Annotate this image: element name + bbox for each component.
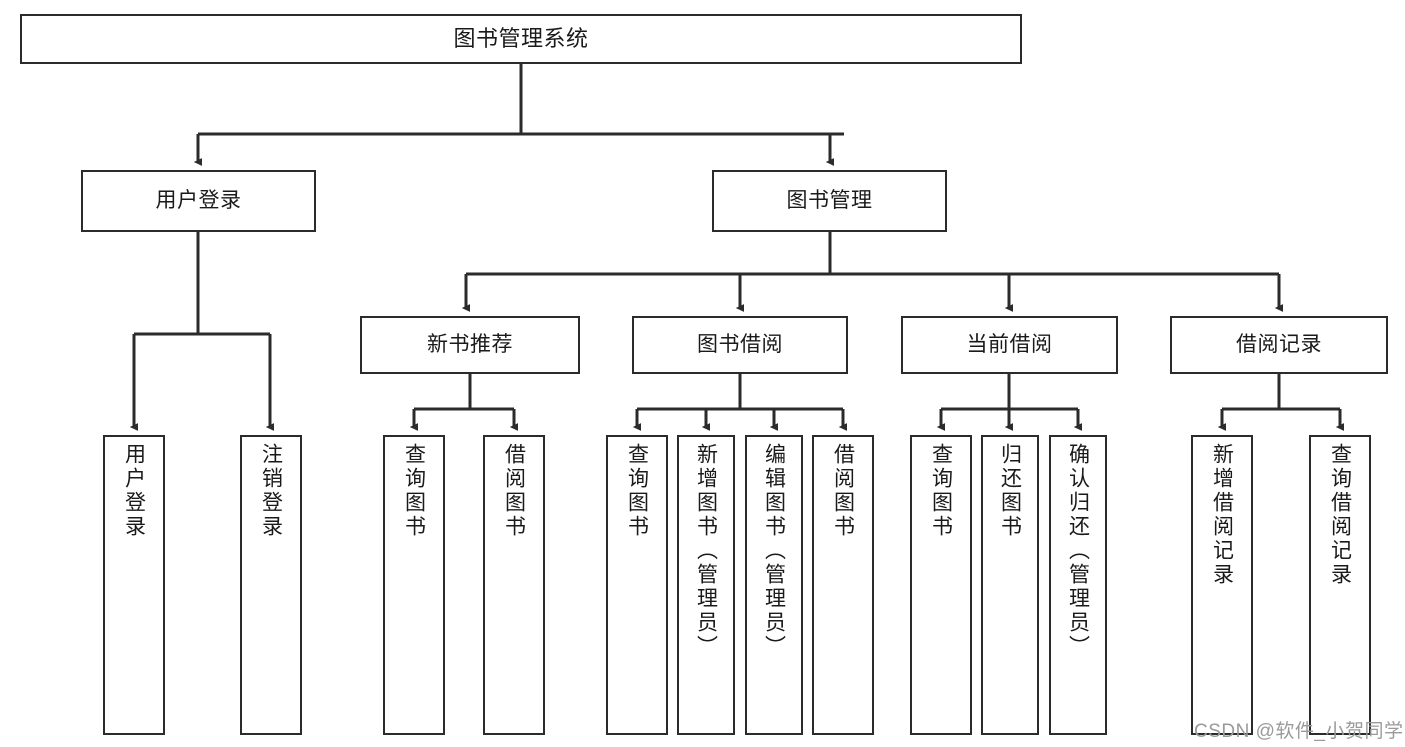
node-label: 查询图书	[929, 443, 953, 539]
node-user-login[interactable]: 用户登录	[81, 170, 316, 232]
node-label: 新增图书（管理员）	[694, 443, 718, 659]
node-borrow-record[interactable]: 借阅记录	[1170, 316, 1388, 374]
node-label: 编辑图书（管理员）	[762, 443, 786, 659]
node-leaf-borrow-book-recommend[interactable]: 借阅图书	[483, 435, 545, 735]
node-label: 借阅记录	[1236, 332, 1322, 356]
node-root-system[interactable]: 图书管理系统	[20, 14, 1022, 64]
node-leaf-add-book[interactable]: 新增图书（管理员）	[677, 435, 735, 735]
node-label: 新增借阅记录	[1210, 443, 1234, 587]
node-leaf-return-book[interactable]: 归还图书	[981, 435, 1039, 735]
node-label: 新书推荐	[427, 332, 513, 356]
node-label: 借阅图书	[831, 443, 855, 539]
node-label: 图书管理	[786, 188, 873, 212]
node-current-borrow[interactable]: 当前借阅	[901, 316, 1118, 374]
node-leaf-query-book-recommend[interactable]: 查询图书	[383, 435, 445, 735]
node-label: 查询借阅记录	[1328, 443, 1352, 587]
node-label: 借阅图书	[502, 443, 526, 539]
node-label: 确认归还（管理员）	[1066, 443, 1090, 659]
node-leaf-borrow-book[interactable]: 借阅图书	[812, 435, 874, 735]
csdn-watermark: CSDN @软件_小贺同学	[1194, 721, 1404, 742]
node-leaf-logout[interactable]: 注销登录	[240, 435, 302, 735]
node-leaf-confirm-return[interactable]: 确认归还（管理员）	[1049, 435, 1107, 735]
node-label: 查询图书	[625, 443, 649, 539]
node-label: 当前借阅	[966, 332, 1053, 356]
node-label: 用户登录	[155, 188, 242, 212]
node-label: 图书借阅	[697, 332, 783, 356]
node-new-book-recommend[interactable]: 新书推荐	[360, 316, 580, 374]
node-label: 注销登录	[259, 443, 283, 539]
node-label: 用户登录	[122, 443, 146, 539]
node-leaf-query-borrow-record[interactable]: 查询借阅记录	[1309, 435, 1371, 735]
node-leaf-edit-book[interactable]: 编辑图书（管理员）	[745, 435, 803, 735]
node-book-manage[interactable]: 图书管理	[712, 170, 947, 232]
node-book-borrow[interactable]: 图书借阅	[632, 316, 848, 374]
node-leaf-user-login[interactable]: 用户登录	[103, 435, 165, 735]
node-label: 归还图书	[998, 443, 1022, 539]
node-label: 查询图书	[402, 443, 426, 539]
node-leaf-query-book-borrow[interactable]: 查询图书	[606, 435, 668, 735]
node-leaf-add-borrow-record[interactable]: 新增借阅记录	[1191, 435, 1253, 735]
node-leaf-query-book-current[interactable]: 查询图书	[910, 435, 972, 735]
node-label: 图书管理系统	[453, 26, 589, 52]
